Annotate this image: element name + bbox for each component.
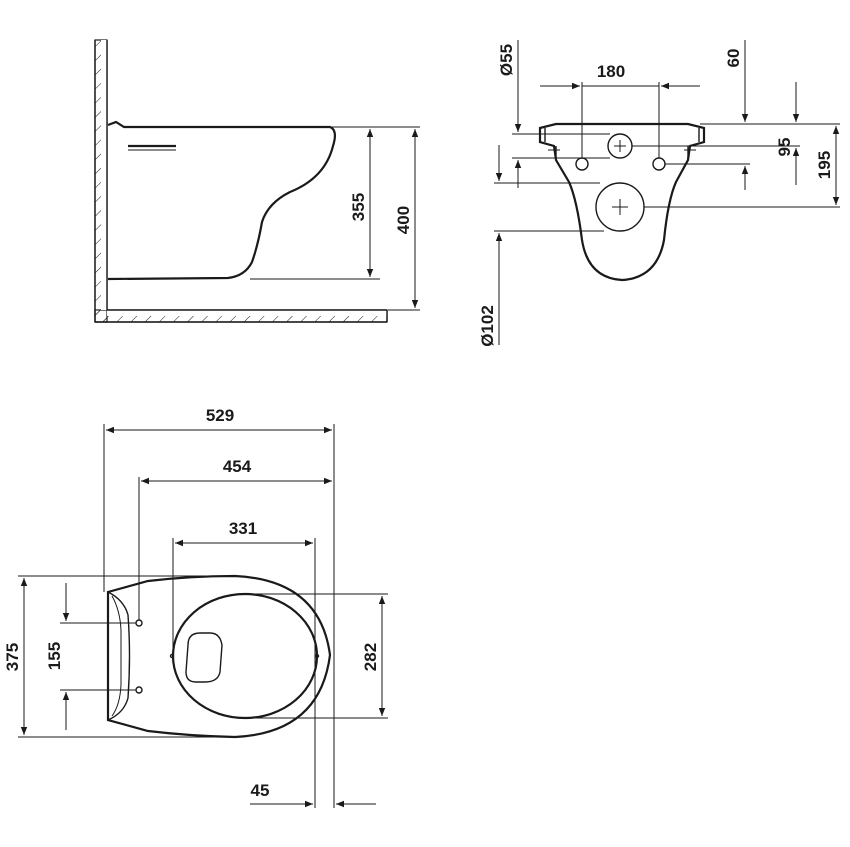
bolt-hole-left — [575, 157, 589, 171]
bolt-hole-right — [652, 157, 666, 171]
toilet-side-profile — [107, 120, 337, 281]
toilet-top-body — [106, 574, 332, 739]
top-view: 529 454 331 45 375 155 282 — [3, 406, 388, 808]
dim-length-331: 331 — [229, 519, 257, 538]
dim-length-454: 454 — [223, 457, 252, 476]
dim-height-355: 355 — [349, 193, 368, 221]
dim-diameter-102: Ø102 — [478, 305, 497, 347]
dim-diameter-55: Ø55 — [497, 44, 516, 76]
top-bolt-hole-2 — [135, 686, 143, 694]
dim-width-375: 375 — [3, 643, 22, 671]
dim-bolt-spacing-155: 155 — [45, 642, 64, 670]
seat-outline — [171, 592, 319, 720]
rear-view: Ø55 180 60 95 195 Ø102 — [478, 40, 840, 347]
dim-offset-95: 95 — [775, 138, 794, 157]
dim-height-400: 400 — [394, 206, 413, 234]
bowl-opening — [185, 632, 223, 683]
dim-offset-60: 60 — [724, 49, 743, 68]
top-bolt-hole-1 — [135, 619, 143, 627]
dim-offset-195: 195 — [815, 151, 834, 179]
dim-offset-45: 45 — [251, 781, 270, 800]
dim-length-529: 529 — [206, 406, 234, 425]
toilet-rear-body — [538, 122, 706, 282]
dim-seat-width-282: 282 — [361, 643, 380, 671]
side-view: 355 400 — [94, 39, 420, 323]
dim-bolt-spacing-180: 180 — [597, 62, 625, 81]
